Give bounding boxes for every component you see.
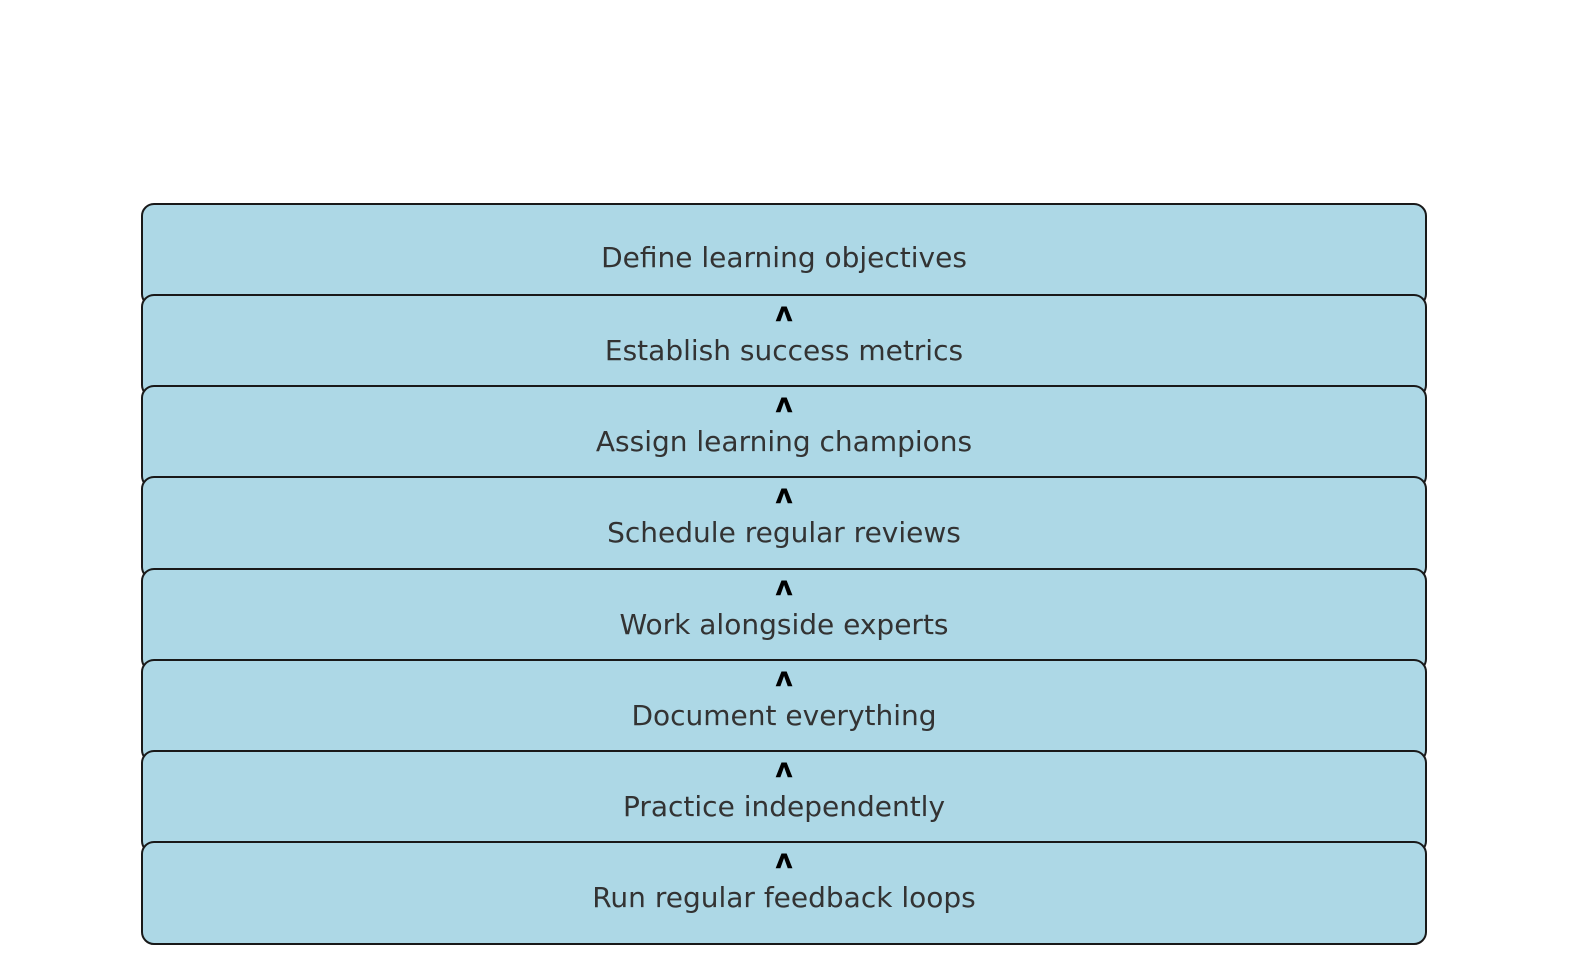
flow-node-label: Work alongside experts bbox=[619, 608, 949, 641]
flow-node-6[interactable]: ʌ Document everything bbox=[141, 659, 1427, 763]
edge-arrow-up-icon: ʌ bbox=[775, 297, 793, 328]
edge-arrow-up-icon: ʌ bbox=[775, 662, 793, 693]
flow-node-1[interactable]: Define learning objectives bbox=[141, 203, 1427, 307]
flow-node-4[interactable]: ʌ Schedule regular reviews bbox=[141, 476, 1427, 580]
flow-node-label: Practice independently bbox=[622, 790, 946, 823]
flow-node-7[interactable]: ʌ Practice independently bbox=[141, 750, 1427, 854]
flow-node-8[interactable]: ʌ Run regular feedback loops bbox=[141, 841, 1427, 945]
flow-node-label: Schedule regular reviews bbox=[607, 516, 961, 549]
flow-node-label: Define learning objectives bbox=[601, 241, 967, 274]
flow-node-label: Run regular feedback loops bbox=[592, 881, 976, 914]
edge-arrow-up-icon: ʌ bbox=[775, 753, 793, 784]
flow-node-3[interactable]: ʌ Assign learning champions bbox=[141, 385, 1427, 489]
flow-node-label: Document everything bbox=[631, 699, 937, 732]
edge-arrow-up-icon: ʌ bbox=[775, 844, 793, 875]
flow-node-label: Establish success metrics bbox=[604, 334, 964, 367]
flow-node-5[interactable]: ʌ Work alongside experts bbox=[141, 568, 1427, 672]
edge-arrow-up-icon: ʌ bbox=[775, 571, 793, 602]
edge-arrow-up-icon: ʌ bbox=[775, 479, 793, 510]
edge-arrow-up-icon: ʌ bbox=[775, 388, 793, 419]
flow-node-label: Assign learning champions bbox=[595, 425, 973, 458]
flow-node-2[interactable]: ʌ Establish success metrics bbox=[141, 294, 1427, 398]
